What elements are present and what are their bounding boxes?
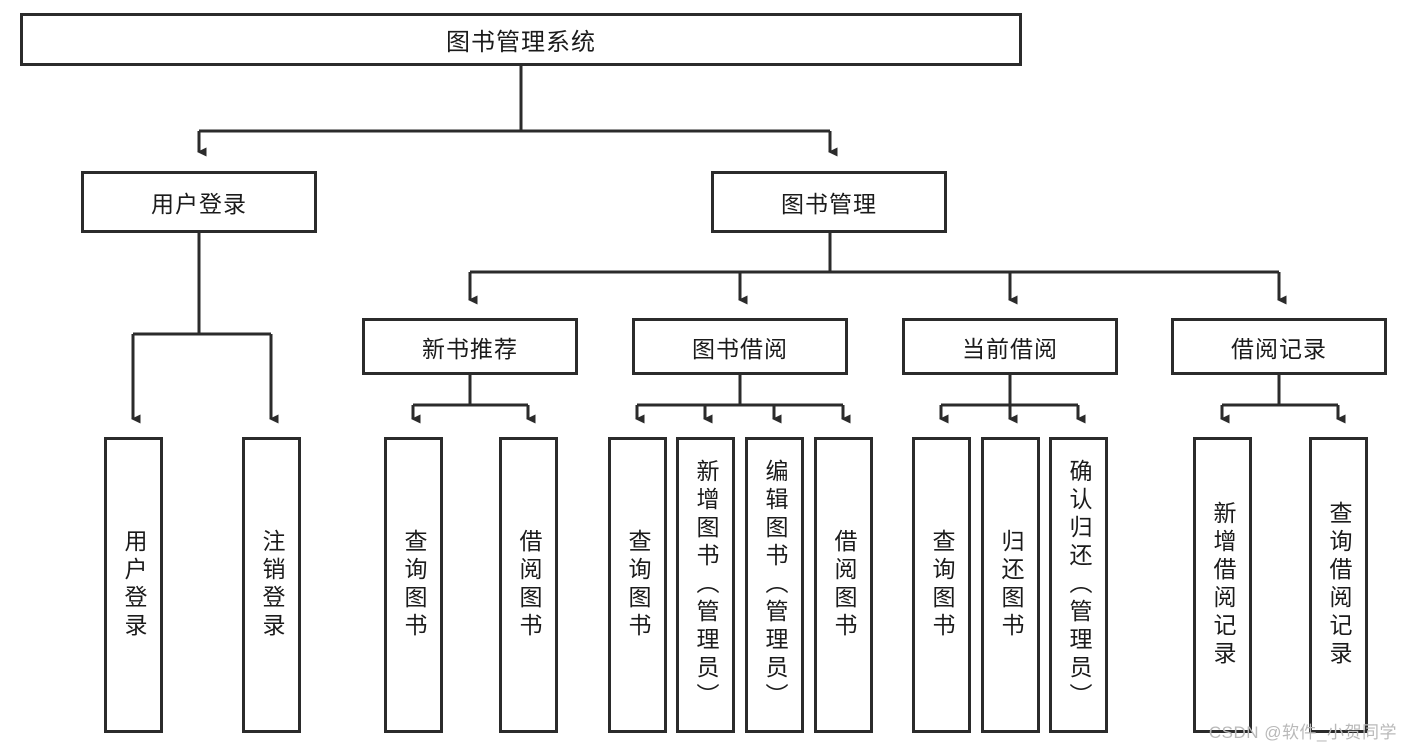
node-label: 新增图书（管理员） bbox=[693, 459, 719, 711]
node-user-login[interactable]: 用户登录 bbox=[81, 171, 317, 233]
leaf-user-login-signout[interactable]: 注销登录 bbox=[242, 437, 301, 733]
leaf-new-book-query[interactable]: 查询图书 bbox=[384, 437, 443, 733]
node-new-book-recommend[interactable]: 新书推荐 bbox=[362, 318, 578, 375]
leaf-book-borrow-borrow[interactable]: 借阅图书 bbox=[814, 437, 873, 733]
node-borrow-record[interactable]: 借阅记录 bbox=[1171, 318, 1387, 375]
node-label: 图书管理系统 bbox=[446, 29, 596, 56]
node-label: 查询借阅记录 bbox=[1326, 501, 1352, 669]
leaf-current-borrow-return[interactable]: 归还图书 bbox=[981, 437, 1040, 733]
node-label: 借阅图书 bbox=[516, 529, 542, 641]
node-label: 确认归还（管理员） bbox=[1066, 459, 1092, 711]
node-label: 图书借阅 bbox=[692, 335, 788, 362]
leaf-user-login-signin[interactable]: 用户登录 bbox=[104, 437, 163, 733]
leaf-book-borrow-query[interactable]: 查询图书 bbox=[608, 437, 667, 733]
leaf-borrow-record-add[interactable]: 新增借阅记录 bbox=[1193, 437, 1252, 733]
node-label: 新书推荐 bbox=[422, 335, 518, 362]
node-label: 图书管理 bbox=[781, 191, 877, 217]
node-label: 查询图书 bbox=[401, 529, 427, 641]
node-label: 借阅图书 bbox=[831, 529, 857, 641]
node-label: 归还图书 bbox=[998, 529, 1024, 641]
leaf-current-borrow-confirm-return[interactable]: 确认归还（管理员） bbox=[1049, 437, 1108, 733]
node-current-borrow[interactable]: 当前借阅 bbox=[902, 318, 1118, 375]
node-label: 新增借阅记录 bbox=[1210, 501, 1236, 669]
node-label: 编辑图书（管理员） bbox=[762, 459, 788, 711]
leaf-book-borrow-add[interactable]: 新增图书（管理员） bbox=[676, 437, 735, 733]
watermark-text: CSDN @软件_小贺同学 bbox=[1208, 723, 1397, 742]
leaf-new-book-borrow[interactable]: 借阅图书 bbox=[499, 437, 558, 733]
node-root-system[interactable]: 图书管理系统 bbox=[20, 13, 1022, 66]
node-book-borrow[interactable]: 图书借阅 bbox=[632, 318, 848, 375]
node-label: 借阅记录 bbox=[1231, 335, 1327, 362]
leaf-current-borrow-query[interactable]: 查询图书 bbox=[912, 437, 971, 733]
node-label: 查询图书 bbox=[929, 529, 955, 641]
leaf-book-borrow-edit[interactable]: 编辑图书（管理员） bbox=[745, 437, 804, 733]
node-label: 用户登录 bbox=[121, 529, 147, 641]
node-book-management[interactable]: 图书管理 bbox=[711, 171, 947, 233]
node-label: 注销登录 bbox=[259, 529, 285, 641]
node-label: 查询图书 bbox=[625, 529, 651, 641]
leaf-borrow-record-query[interactable]: 查询借阅记录 bbox=[1309, 437, 1368, 733]
node-label: 用户登录 bbox=[151, 191, 247, 217]
node-label: 当前借阅 bbox=[962, 335, 1058, 362]
